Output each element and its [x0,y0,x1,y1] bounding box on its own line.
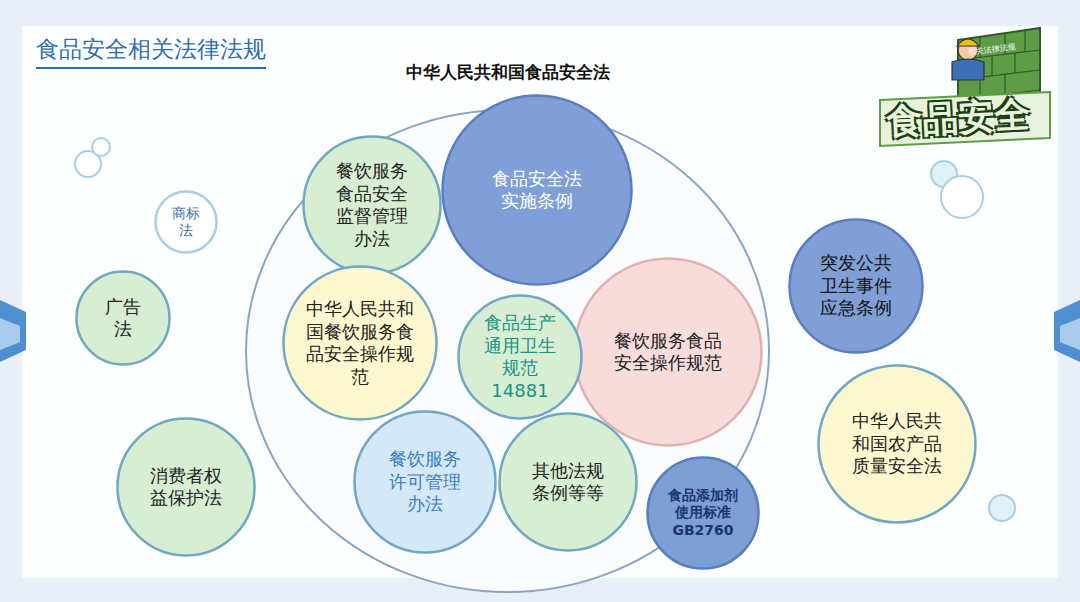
law-circle: 中华人民共和国农产品质量安全法 [817,364,977,524]
law-circle: 餐饮服务食品安全监督管理办法 [302,135,442,275]
edge-stripe [0,300,26,362]
circle-heading: 中华人民共和国食品安全法 [406,62,610,83]
logo-text: 食品安全 [885,90,1031,146]
edge-stripe [1054,300,1080,362]
bubble [989,495,1015,521]
law-circle: 中华人民共和国餐饮服务食品安全操作规范 [282,265,438,421]
law-name: 中华人民共和国餐饮服务食品安全操作规范 [304,298,416,388]
law-name: 商标法 [170,205,202,240]
law-circle: 广告法 [75,270,171,366]
bubble [92,138,110,156]
law-name: 食品安全法实施条例 [490,168,584,213]
logo-illustration [880,28,1050,146]
law-circle: 消费者权益保护法 [116,417,256,557]
law-name: 中华人民共和国农产品质量安全法 [850,410,944,478]
law-name: 餐饮服务食品安全操作规范 [612,330,724,375]
law-name: 消费者权益保护法 [148,465,224,510]
law-name: 其他法规条例等等 [530,460,606,505]
law-name: 广告法 [103,296,143,341]
bubble [941,176,983,218]
law-name: 突发公共卫生事件应急条例 [818,252,894,320]
panel [22,26,1058,578]
law-name: 餐饮服务食品安全监督管理办法 [334,160,410,250]
law-name: 食品生产通用卫生规范 [482,312,558,380]
edge-stripe [1060,318,1080,350]
law-circle: 突发公共卫生事件应急条例 [788,218,924,354]
page-title: 食品安全相关法律法规 [36,34,266,69]
standard-number: 14881 [464,380,576,403]
law-circle: 商标法 [154,190,218,254]
law-circle: 食品添加剂使用标准GB2760 [646,456,760,570]
law-circle: 其他法规条例等等 [498,412,638,552]
law-name: 餐饮服务许可管理办法 [387,448,463,516]
law-circle: 食品生产通用卫生规范14881 [457,294,583,420]
law-circle: 食品安全法实施条例 [441,94,633,286]
edge-stripe [0,318,20,350]
law-circle: 餐饮服务许可管理办法 [353,410,497,554]
standard-number: GB2760 [659,522,747,540]
law-circle: 餐饮服务食品安全操作规范 [573,257,763,447]
law-name: 食品添加剂使用标准 [666,487,740,522]
